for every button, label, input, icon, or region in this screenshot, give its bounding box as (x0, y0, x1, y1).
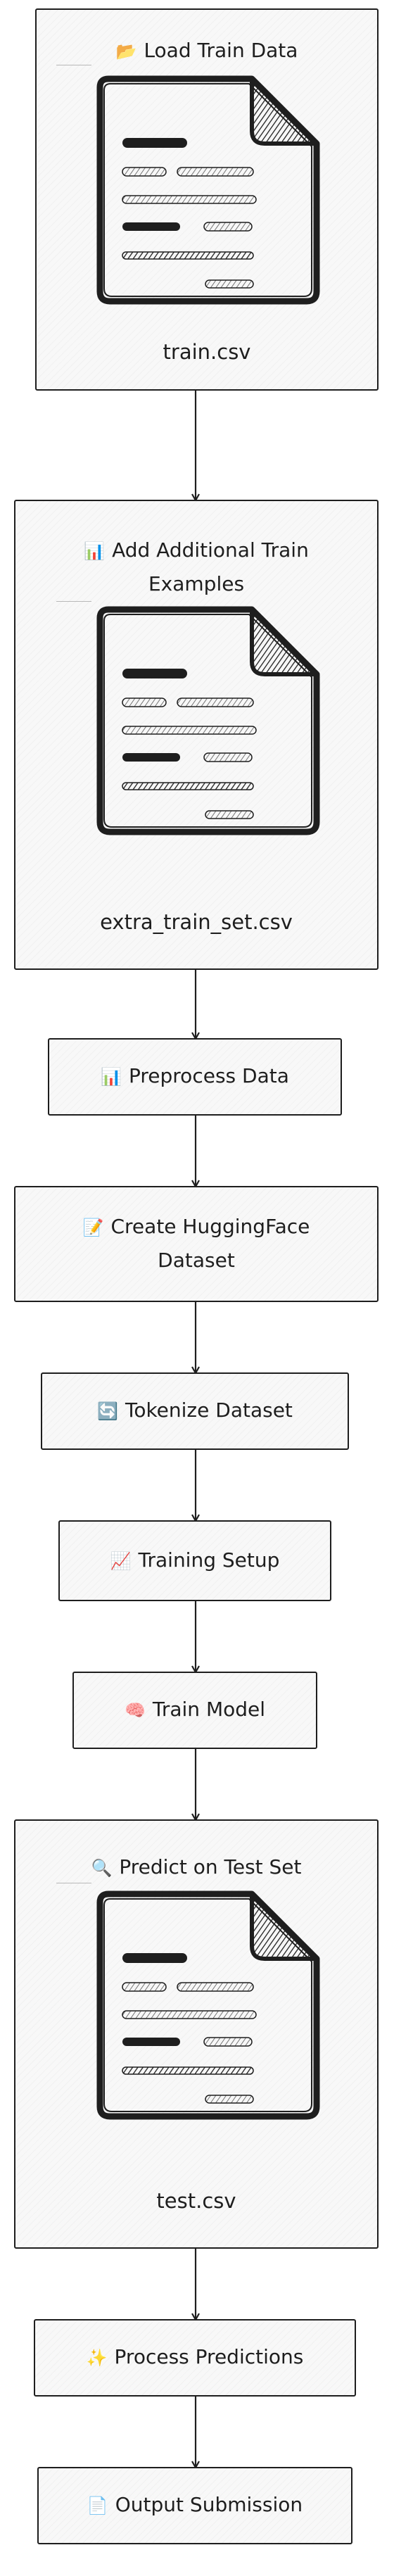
node-title-line2: Dataset (158, 1249, 235, 1272)
folder-icon: 📂 (115, 42, 137, 61)
node-load-train-data[interactable]: 📂Load Train Data train.csv (35, 8, 379, 391)
line-chart-icon: 📈 (110, 1551, 132, 1571)
bar-chart-icon: 📊 (84, 541, 106, 561)
node-title: 🧠Train Model (124, 1698, 266, 1721)
magnifier-icon: 🔍 (91, 1858, 113, 1878)
node-title: 🔍Predict on Test Set (91, 1855, 302, 1879)
node-training-setup[interactable]: 📈Training Setup (58, 1520, 331, 1601)
node-create-huggingface-dataset[interactable]: 📝Create HuggingFace Dataset (14, 1186, 379, 1302)
node-title: 📈Training Setup (110, 1548, 280, 1572)
refresh-icon: 🔄 (97, 1401, 118, 1421)
document-icon (91, 1890, 325, 2122)
node-preprocess-data[interactable]: 📊Preprocess Data (48, 1038, 342, 1116)
decor-dash (56, 601, 91, 602)
node-title: 📊Preprocess Data (101, 1064, 289, 1087)
node-title: 📂Load Train Data (115, 39, 298, 62)
node-predict-on-test-set[interactable]: 🔍Predict on Test Set test.csv (14, 1819, 379, 2249)
document-icon (91, 75, 325, 307)
node-train-model[interactable]: 🧠Train Model (72, 1672, 317, 1749)
file-name: train.csv (163, 340, 251, 364)
node-title: 📄Output Submission (87, 2493, 303, 2516)
node-title-line2: Examples (148, 572, 245, 595)
node-process-predictions[interactable]: ✨Process Predictions (34, 2319, 356, 2397)
node-title: ✨Process Predictions (86, 2345, 304, 2368)
node-tokenize-dataset[interactable]: 🔄Tokenize Dataset (41, 1372, 349, 1450)
document-icon (91, 605, 325, 838)
sparkles-icon: ✨ (86, 2348, 108, 2368)
page-icon: 📄 (87, 2496, 108, 2515)
file-name: test.csv (156, 2189, 236, 2213)
bar-chart-icon: 📊 (101, 1067, 122, 1087)
brain-icon: 🧠 (124, 1700, 146, 1720)
node-title: 📝Create HuggingFace (82, 1215, 310, 1238)
node-title: 🔄Tokenize Dataset (97, 1399, 293, 1422)
memo-icon: 📝 (82, 1218, 104, 1237)
node-add-additional-train-examples[interactable]: 📊Add Additional Train Examples extra_tra… (14, 500, 379, 970)
node-output-submission[interactable]: 📄Output Submission (37, 2467, 352, 2544)
file-name: extra_train_set.csv (100, 910, 293, 934)
node-title: 📊Add Additional Train (84, 538, 309, 562)
